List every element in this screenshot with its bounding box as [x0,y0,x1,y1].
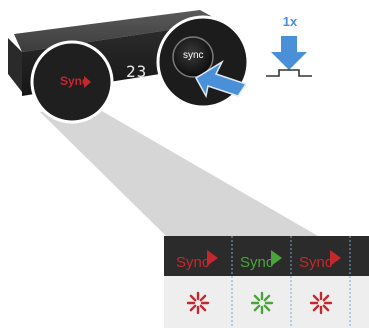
press-arrow-icon [271,36,307,70]
sync-logo-arrow-small [84,76,91,88]
sync-arrow-icon [207,250,218,266]
sync-button[interactable] [172,36,214,78]
loading-spinner-icon [186,291,210,315]
pointer-arrow [194,59,248,99]
indicator-tiles [164,236,369,328]
tile-label-1: Sync [176,254,210,271]
loading-spinner-icon [309,291,333,315]
sync-logo-text: Sync [60,74,89,88]
sync-arrow-icon [271,250,282,266]
callout-wedge [40,110,318,236]
sync-logo-circle [30,40,114,124]
loading-spinner-icon [250,291,274,315]
device-display-value: 23 [126,62,148,81]
press-surface-icon [266,69,312,77]
sync-arrow-icon [330,250,341,266]
tile-label-3: Sync [299,254,333,271]
press-count-label: 1x [282,14,298,29]
tile-label-2: Sync [240,254,274,271]
sync-button-label[interactable]: sync [183,50,204,61]
